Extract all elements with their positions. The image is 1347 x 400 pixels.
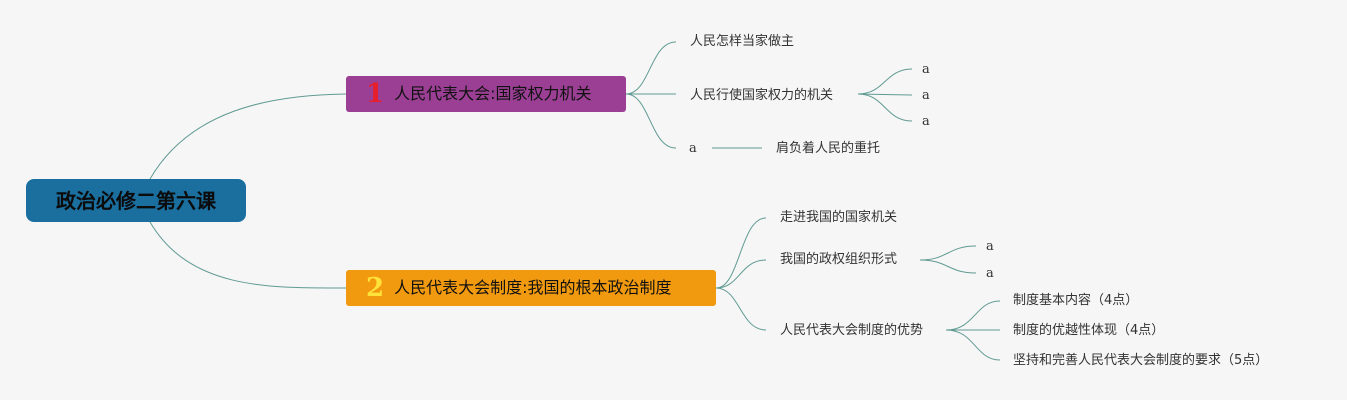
b1-child-3-label: a	[689, 141, 697, 156]
b1c2-leaf-1-label: a	[922, 62, 930, 77]
branch1-node[interactable]: 1 人民代表大会:国家权力机关	[346, 76, 626, 112]
b2c2-leaf-2[interactable]: a	[986, 266, 994, 282]
edge-b2-c1	[715, 217, 767, 289]
b1-child-1-label: 人民怎样当家做主	[690, 34, 795, 49]
b2-child-3[interactable]: 人民代表大会制度的优势	[780, 323, 923, 339]
edge-root-branch2	[149, 221, 347, 289]
b1-child-3[interactable]: a	[689, 141, 697, 157]
edge-b2c2-a2	[919, 259, 977, 274]
b2-child-3-label: 人民代表大会制度的优势	[780, 323, 924, 338]
b2c3-leaf-1-label: 制度基本内容（4点）	[1013, 293, 1139, 308]
b2c2-leaf-1[interactable]: a	[986, 239, 994, 255]
b1-child-2[interactable]: 人民行使国家权力的机关	[690, 88, 833, 104]
branch1-number: 1	[366, 79, 385, 109]
b2c3-leaf-2-label: 制度的优越性体现（4点）	[1013, 323, 1165, 338]
b1c2-leaf-3-label: a	[922, 114, 930, 129]
b2-child-2-label: 我国的政权组织形式	[780, 252, 898, 267]
b1c2-leaf-3[interactable]: a	[922, 114, 930, 130]
b2c2-leaf-1-label: a	[986, 239, 994, 254]
edge-b1c2-a2	[857, 93, 913, 96]
b2-child-1[interactable]: 走进我国的国家机关	[780, 210, 897, 226]
b2-child-1-label: 走进我国的国家机关	[780, 210, 898, 225]
b1-child-2-label: 人民行使国家权力的机关	[690, 88, 834, 103]
b2c2-leaf-2-label: a	[986, 266, 994, 281]
branch2-node[interactable]: 2 人民代表大会制度:我国的根本政治制度	[346, 270, 716, 306]
b1c3-leaf-1-label: 肩负着人民的重托	[776, 141, 881, 156]
edge-b1-c1	[625, 41, 677, 95]
edge-root-branch1	[149, 93, 347, 180]
b1c3-leaf-1[interactable]: 肩负着人民的重托	[776, 141, 880, 157]
b1-child-1[interactable]: 人民怎样当家做主	[690, 34, 794, 50]
b1c2-leaf-2[interactable]: a	[922, 88, 930, 104]
edge-b2c3-l3	[945, 329, 1001, 361]
edge-b2c2-a1	[919, 245, 977, 261]
branch2-number: 2	[366, 273, 385, 303]
branch1-label: 人民代表大会:国家权力机关	[394, 84, 592, 103]
edge-b2c3-l1	[945, 300, 1001, 331]
b2c3-leaf-3[interactable]: 坚持和完善人民代表大会制度的要求（5点）	[1013, 353, 1268, 369]
b2-child-2[interactable]: 我国的政权组织形式	[780, 252, 897, 268]
edge-b1-c3	[625, 93, 677, 149]
edge-b2-c2	[715, 259, 767, 289]
b2c3-leaf-3-label: 坚持和完善人民代表大会制度的要求（5点）	[1013, 353, 1269, 368]
root-label: 政治必修二第六课	[56, 188, 216, 213]
b2c3-leaf-1[interactable]: 制度基本内容（4点）	[1013, 293, 1138, 309]
edge-b1c2-a1	[857, 68, 913, 95]
root-node[interactable]: 政治必修二第六课	[26, 179, 246, 222]
b1c2-leaf-2-label: a	[922, 88, 930, 103]
b2c3-leaf-2[interactable]: 制度的优越性体现（4点）	[1013, 323, 1164, 339]
edge-b1c2-a3	[857, 93, 913, 122]
branch2-label: 人民代表大会制度:我国的根本政治制度	[394, 278, 672, 297]
b1c2-leaf-1[interactable]: a	[922, 62, 930, 78]
edge-b2-c3	[715, 287, 767, 331]
